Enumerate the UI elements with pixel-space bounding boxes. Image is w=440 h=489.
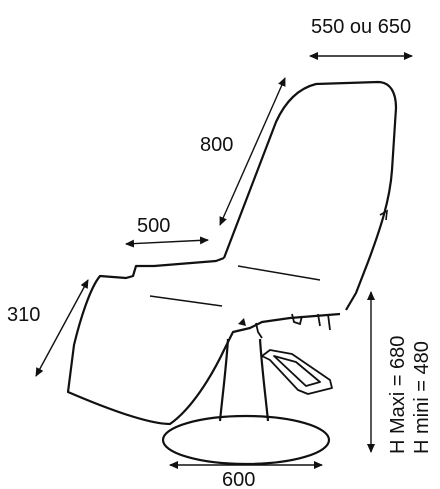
foot-pedal <box>261 349 333 395</box>
backrest-length-label: 800 <box>200 134 233 156</box>
pedestal-column <box>218 338 270 422</box>
seat-length-label: 500 <box>137 215 170 237</box>
height-min-label: H mini = 480 <box>411 341 433 454</box>
legrest-length-arrow <box>35 279 89 377</box>
base-plate <box>161 414 331 466</box>
seat-crease-lower <box>149 295 223 307</box>
legrest-length-label: 310 <box>7 304 40 326</box>
seat-and-legrest <box>66 256 341 426</box>
seat-mechanism <box>255 313 331 339</box>
base-diameter-label: 600 <box>222 469 255 489</box>
seat-crease-upper <box>237 265 321 281</box>
height-max-label: H Maxi = 680 <box>387 336 409 454</box>
backrest-length-arrow <box>219 77 286 226</box>
top-width-label: 550 ou 650 <box>311 16 411 38</box>
seat-length-arrow <box>125 236 209 248</box>
backrest <box>222 80 398 311</box>
backrest-knob <box>379 209 388 221</box>
pivot-mark <box>238 318 246 326</box>
